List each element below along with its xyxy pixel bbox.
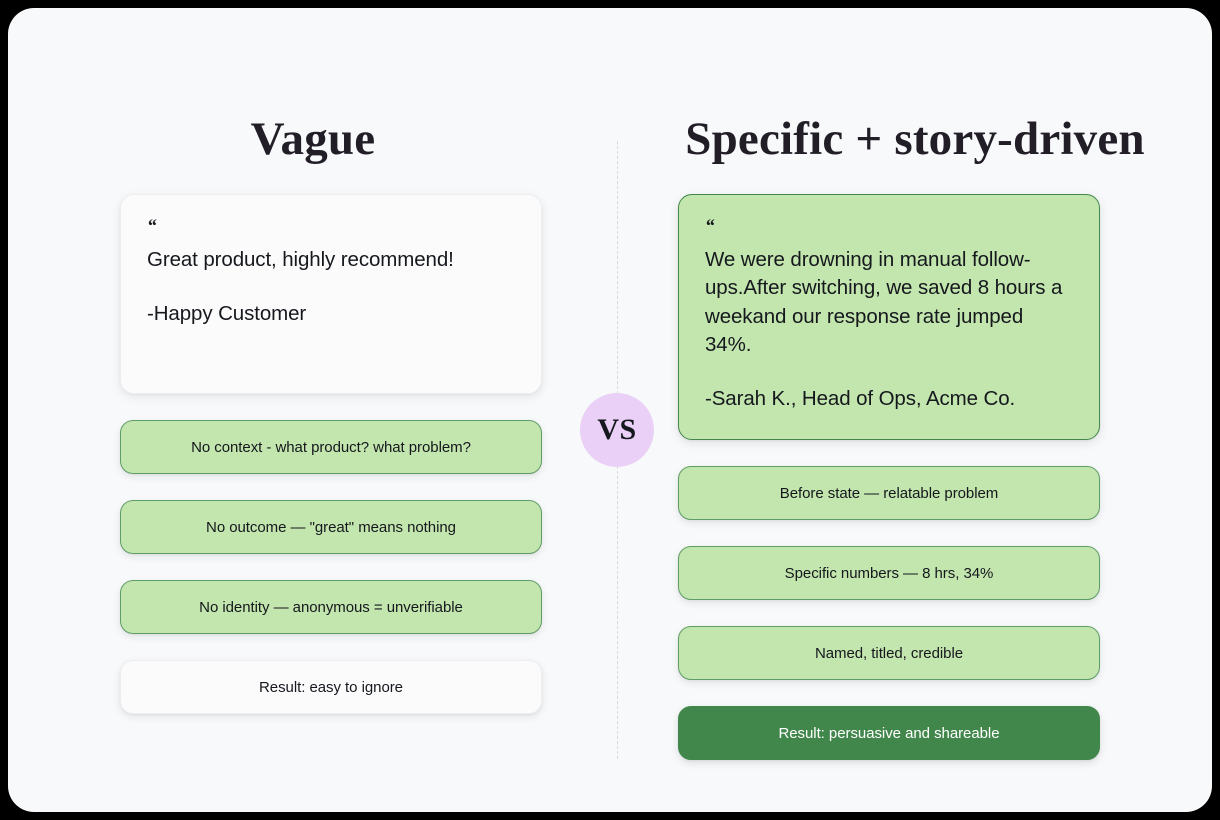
result-pill-specific[interactable]: Result: persuasive and shareable [678,706,1100,761]
quote-mark-icon: “ [705,216,715,237]
testimonial-attribution-vague: -Happy Customer [147,302,307,326]
point-pill-vague-1[interactable]: No context - what product? what problem? [120,420,542,474]
testimonial-body-vague: Great product, highly recommend! [147,248,454,271]
vs-badge: VS [580,393,654,467]
point-pill-specific-1[interactable]: Before state — relatable problem [678,466,1100,521]
comparison-canvas: Vague Specific + story-driven “ Great pr… [8,8,1212,812]
testimonial-card-specific: “ We were drowning in manual follow-ups.… [678,194,1100,441]
point-pill-vague-3[interactable]: No identity — anonymous = unverifiable [120,580,542,634]
quote-mark-icon: “ [147,216,157,237]
testimonial-card-vague: “ Great product, highly recommend! -Happ… [120,194,542,394]
testimonial-attribution-specific: -Sarah K., Head of Ops, Acme Co. [705,387,1016,411]
column-heading-specific: Specific + story-driven [685,113,1145,165]
column-left: “ Great product, highly recommend! -Happ… [120,194,550,714]
column-heading-vague: Vague [250,113,376,165]
column-right: “ We were drowning in manual follow-ups.… [678,194,1108,761]
testimonial-body-specific: We were drowning in manual follow-ups.Af… [705,248,1063,356]
point-pill-specific-2[interactable]: Specific numbers — 8 hrs, 34% [678,546,1100,601]
result-pill-vague[interactable]: Result: easy to ignore [120,660,542,714]
point-pill-specific-3[interactable]: Named, titled, credible [678,626,1100,681]
point-pill-vague-2[interactable]: No outcome — "great" means nothing [120,500,542,554]
